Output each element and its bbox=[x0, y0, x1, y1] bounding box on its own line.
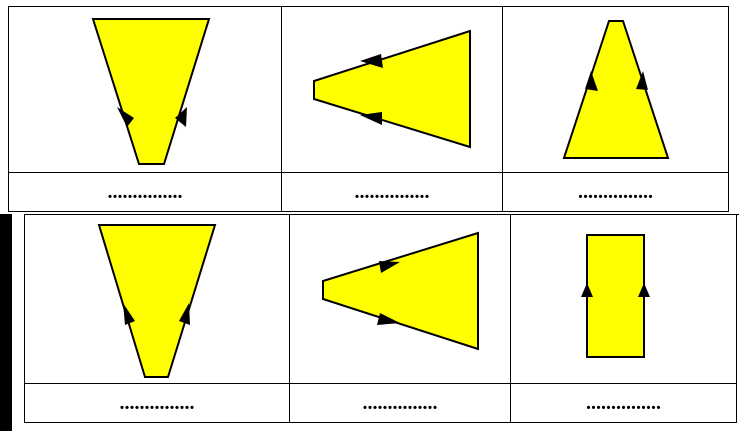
answer-blank-2-3[interactable]: ............... bbox=[510, 383, 737, 423]
parallel-beam-up-icon bbox=[581, 234, 650, 358]
figure-cell-2-3 bbox=[510, 214, 737, 384]
converging-beam-down-icon bbox=[91, 18, 211, 165]
answer-blank-2-2[interactable]: ............... bbox=[289, 383, 511, 423]
figure-cell-2-1 bbox=[24, 214, 290, 384]
figure-cell-1-2 bbox=[281, 6, 503, 173]
answer-blank-1-1[interactable]: ............... bbox=[8, 172, 282, 212]
diverging-beam-right-icon bbox=[322, 231, 479, 351]
figure-cell-1-1 bbox=[8, 6, 282, 173]
left-edge-bar bbox=[0, 214, 12, 431]
converging-beam-left-icon bbox=[313, 29, 471, 149]
figure-cell-1-3 bbox=[502, 6, 729, 173]
answer-blank-1-2[interactable]: ............... bbox=[281, 172, 503, 212]
answer-blank-2-1[interactable]: ............... bbox=[24, 383, 290, 423]
answer-blank-1-3[interactable]: ............... bbox=[502, 172, 729, 212]
converging-beam-up-icon bbox=[562, 20, 670, 159]
worksheet-table-row-1: ............... ............... ........… bbox=[8, 6, 729, 212]
figure-cell-2-2 bbox=[289, 214, 511, 384]
right-edge-tick bbox=[736, 214, 739, 215]
worksheet-table-row-2: ............... ............... ........… bbox=[24, 214, 737, 423]
diverging-beam-up-icon bbox=[97, 224, 217, 378]
